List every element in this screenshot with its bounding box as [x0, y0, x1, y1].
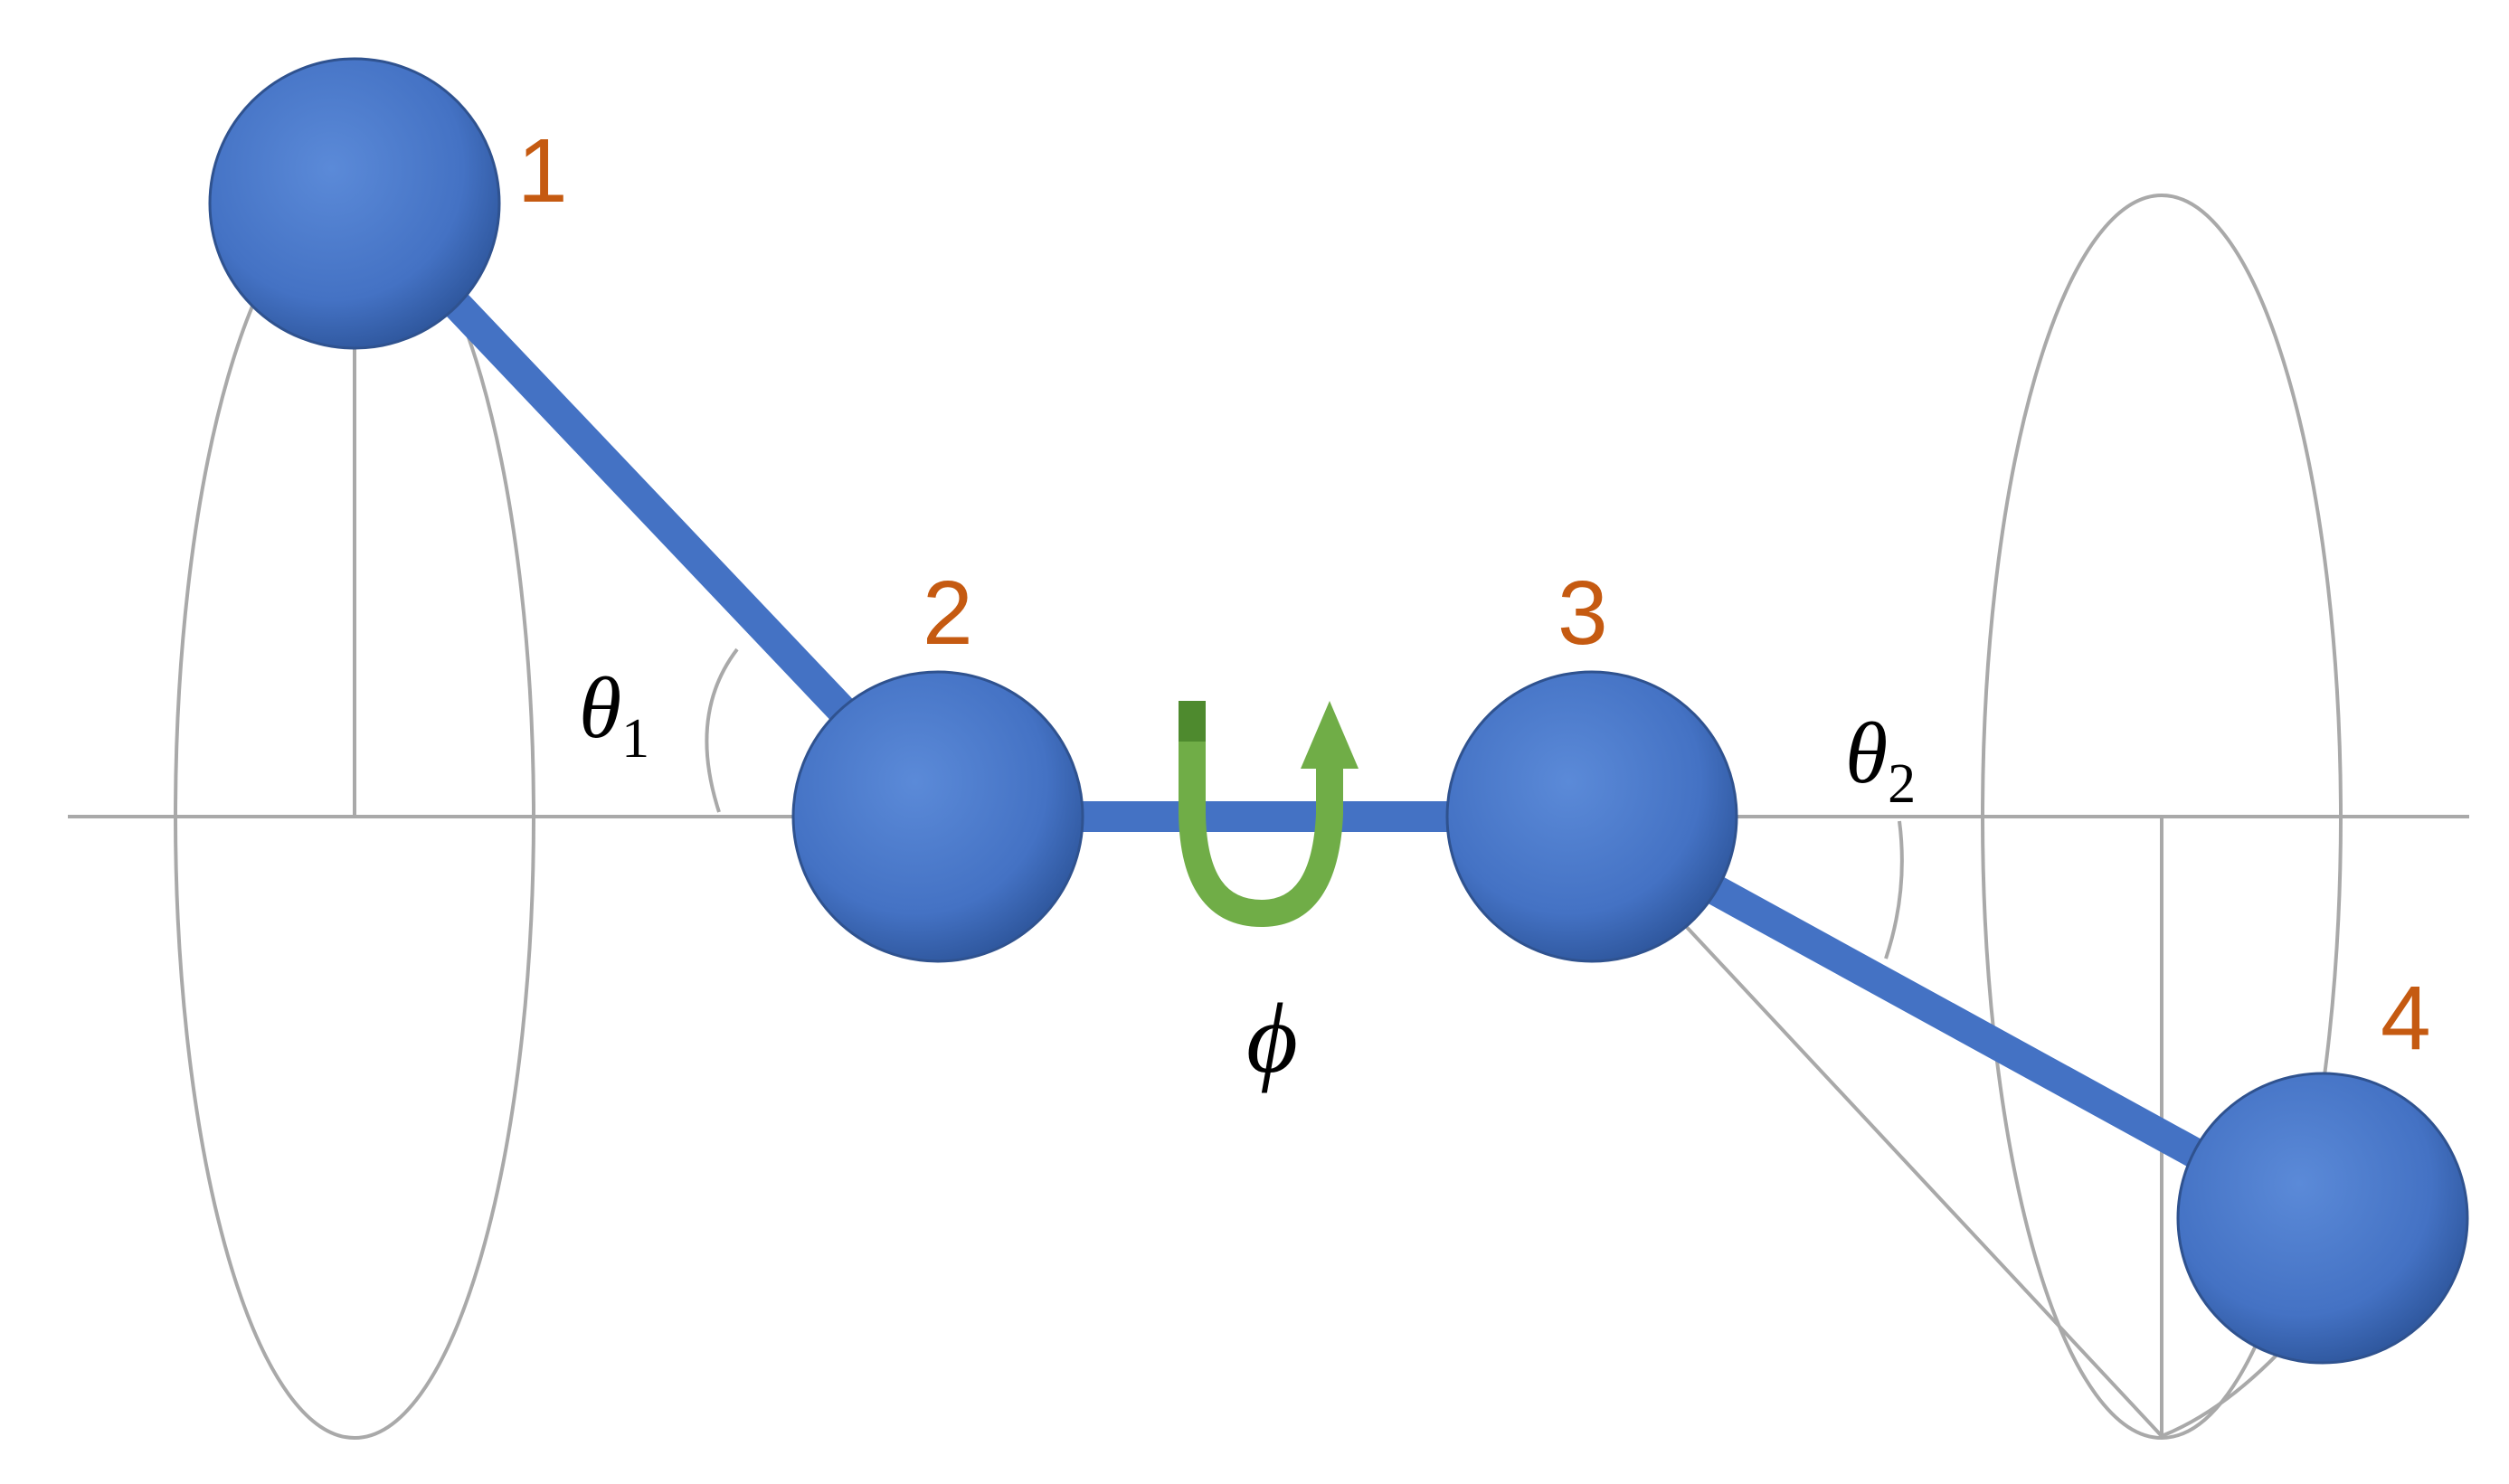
phi-label: ϕ [1246, 983, 1298, 1093]
atom-2 [791, 670, 1084, 963]
atom-3-label: 3 [1557, 562, 1608, 664]
atom-4 [2176, 1072, 2469, 1365]
rotation-arrow-icon [1179, 701, 1359, 928]
atom-1 [208, 57, 501, 350]
theta2-arc [1884, 820, 1904, 959]
right-cone-arc [2161, 1341, 2290, 1438]
theta1-arc [705, 647, 739, 813]
atom-1-label: 1 [517, 120, 568, 222]
bond-1-2 [413, 260, 916, 787]
bond-3-4 [1692, 868, 2224, 1178]
theta2-label: θ2 [1845, 704, 1916, 815]
theta1-label: θ1 [579, 659, 649, 770]
right-cone-line [1681, 921, 2163, 1438]
atom-2-label: 2 [923, 562, 973, 664]
atom-3 [1445, 670, 1738, 963]
right-rotation-ellipse [1981, 194, 2343, 1440]
atom-4-label: 4 [2381, 968, 2431, 1069]
